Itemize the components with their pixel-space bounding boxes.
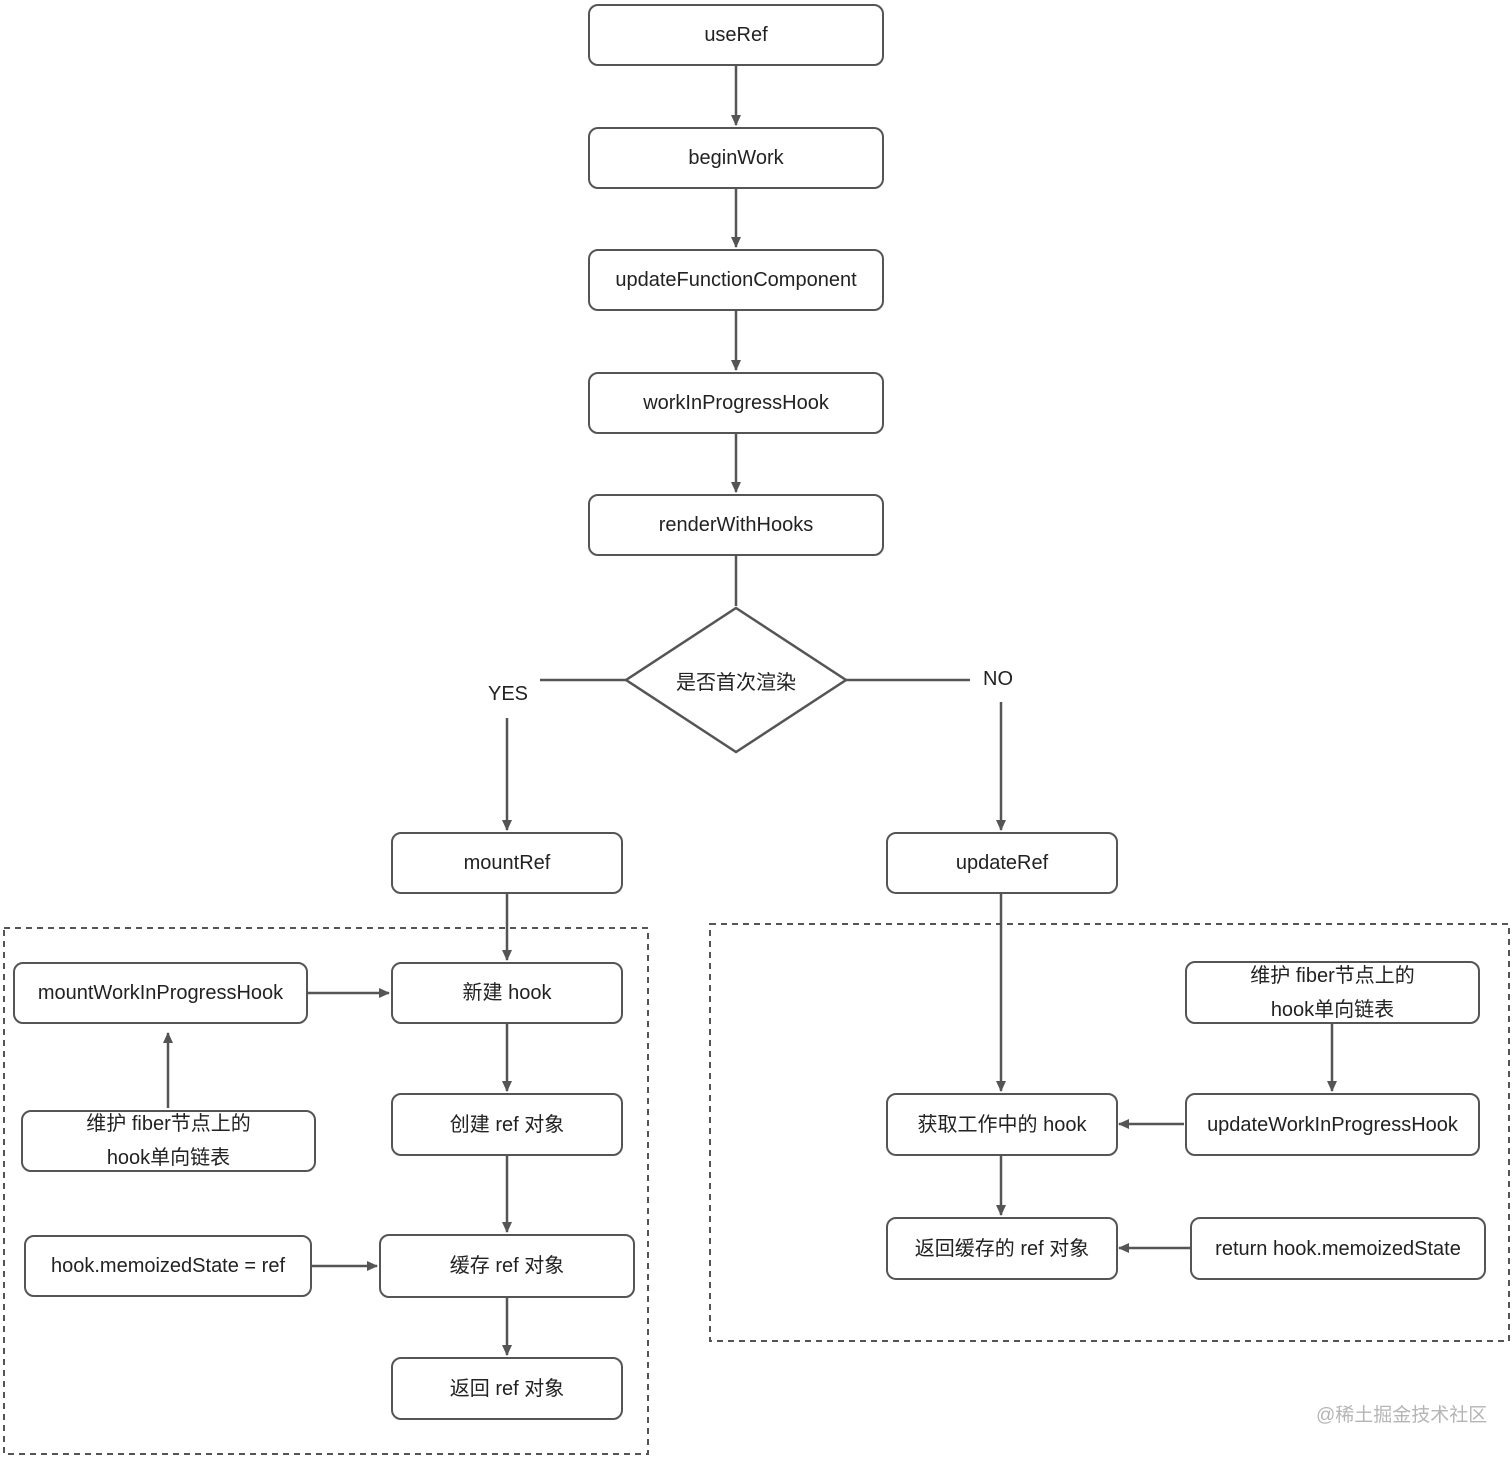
node-useref: useRef (588, 4, 884, 66)
node-create-ref: 创建 ref 对象 (391, 1093, 623, 1156)
maintain-line-1: 维护 fiber节点上的 (1250, 964, 1415, 987)
node-cache-ref: 缓存 ref 对象 (379, 1234, 635, 1298)
maintain-line-2: hook单向链表 (106, 1147, 231, 1169)
watermark: @稀土掘金技术社区 (1316, 1405, 1488, 1426)
node-return-ref: 返回 ref 对象 (391, 1357, 623, 1420)
node-maintain-list-mount: 维护 fiber节点上的 hook单向链表 (21, 1110, 316, 1172)
node-new-hook: 新建 hook (391, 962, 623, 1024)
update-group-border (709, 923, 1510, 1342)
node-return-cached-ref: 返回缓存的 ref 对象 (886, 1217, 1118, 1280)
decision-label: 是否首次渲染 (676, 672, 796, 694)
node-maintain-list-update: 维护 fiber节点上的 hook单向链表 (1185, 961, 1480, 1024)
node-update-wip-hook: updateWorkInProgressHook (1185, 1093, 1480, 1156)
node-return-memoized-state: return hook.memoizedState (1190, 1217, 1486, 1280)
node-update-function-component: updateFunctionComponent (588, 249, 884, 311)
node-mount-wip-hook: mountWorkInProgressHook (13, 962, 308, 1024)
node-mountref: mountRef (391, 832, 623, 894)
no-label: NO (983, 668, 1013, 690)
mount-group-border (3, 927, 649, 1455)
node-get-working-hook: 获取工作中的 hook (886, 1093, 1118, 1156)
node-updateref: updateRef (886, 832, 1118, 894)
decision-diamond (623, 606, 849, 754)
node-memoized-state-assign: hook.memoizedState = ref (24, 1235, 312, 1297)
node-render-with-hooks: renderWithHooks (588, 494, 884, 556)
yes-label: YES (488, 683, 529, 705)
maintain-line-2: hook单向链表 (1270, 998, 1395, 1021)
node-beginwork: beginWork (588, 127, 884, 189)
maintain-line-1: 维护 fiber节点上的 (86, 1113, 251, 1135)
node-work-in-progress-hook: workInProgressHook (588, 372, 884, 434)
